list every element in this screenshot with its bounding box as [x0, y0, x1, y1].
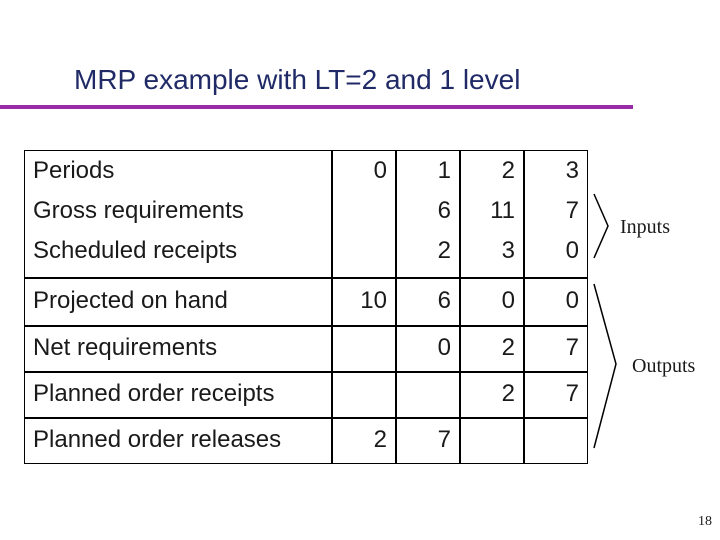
- period-2-inputs-cell: 2 11 3: [460, 150, 524, 278]
- projected-period-1: 6: [437, 287, 451, 314]
- gross-period-1: 6: [437, 197, 451, 224]
- por-cell: [396, 372, 460, 418]
- net-requirements-label: Net requirements: [33, 334, 218, 361]
- porl-cell: 2: [332, 418, 396, 464]
- net-label-cell: Net requirements: [24, 326, 332, 372]
- inputs-label-cell: Periods Gross requirements Scheduled rec…: [24, 150, 332, 278]
- title-underline: [0, 105, 633, 109]
- porl-period-1: 7: [437, 426, 451, 453]
- projected-on-hand-label: Projected on hand: [33, 287, 228, 314]
- net-cell: 7: [524, 326, 588, 372]
- projected-period-0: 10: [360, 287, 387, 314]
- net-cell: [332, 326, 396, 372]
- projected-cell: 10: [332, 278, 396, 326]
- period-3: 3: [565, 157, 579, 184]
- por-cell: 7: [524, 372, 588, 418]
- outputs-bracket: [593, 283, 617, 449]
- porl-cell: [460, 418, 524, 464]
- planned-order-releases-label: Planned order releases: [33, 426, 282, 453]
- por-period-3: 7: [565, 380, 579, 407]
- gross-requirements-label: Gross requirements: [33, 197, 244, 224]
- projected-period-2: 0: [501, 287, 515, 314]
- periods-label: Periods: [33, 157, 115, 184]
- page-number: 18: [698, 514, 712, 529]
- por-cell: 2: [460, 372, 524, 418]
- gross-period-2: 11: [490, 197, 515, 224]
- planned-order-receipts-label: Planned order receipts: [33, 380, 275, 407]
- por-period-2: 2: [501, 380, 515, 407]
- inputs-brace: [593, 193, 609, 259]
- porl-cell: 7: [396, 418, 460, 464]
- period-0-inputs-cell: 0: [332, 150, 396, 278]
- period-1-inputs-cell: 1 6 2: [396, 150, 460, 278]
- period-2: 2: [501, 157, 515, 184]
- projected-cell: 0: [524, 278, 588, 326]
- inputs-bracket: [593, 193, 609, 259]
- net-cell: 0: [396, 326, 460, 372]
- porl-period-0: 2: [373, 426, 387, 453]
- scheduled-period-3: 0: [565, 237, 579, 264]
- net-cell: 2: [460, 326, 524, 372]
- projected-cell: 6: [396, 278, 460, 326]
- gross-period-3: 7: [565, 197, 579, 224]
- porl-cell: [524, 418, 588, 464]
- period-1: 1: [437, 157, 451, 184]
- net-period-3: 7: [565, 334, 579, 361]
- slide-title: MRP example with LT=2 and 1 level: [74, 64, 521, 95]
- por-label-cell: Planned order receipts: [24, 372, 332, 418]
- scheduled-receipts-label: Scheduled receipts: [33, 237, 238, 264]
- scheduled-period-1: 2: [437, 237, 451, 264]
- por-cell: [332, 372, 396, 418]
- net-period-2: 2: [501, 334, 515, 361]
- outputs-brace: [593, 283, 617, 449]
- scheduled-period-2: 3: [501, 237, 515, 264]
- porl-label-cell: Planned order releases: [24, 418, 332, 464]
- period-0: 0: [373, 157, 387, 184]
- projected-cell: 0: [460, 278, 524, 326]
- inputs-annotation: Inputs: [620, 216, 670, 238]
- outputs-annotation: Outputs: [632, 355, 696, 377]
- projected-period-3: 0: [565, 287, 579, 314]
- period-3-inputs-cell: 3 7 0: [524, 150, 588, 278]
- net-period-1: 0: [437, 334, 451, 361]
- projected-label-cell: Projected on hand: [24, 278, 332, 326]
